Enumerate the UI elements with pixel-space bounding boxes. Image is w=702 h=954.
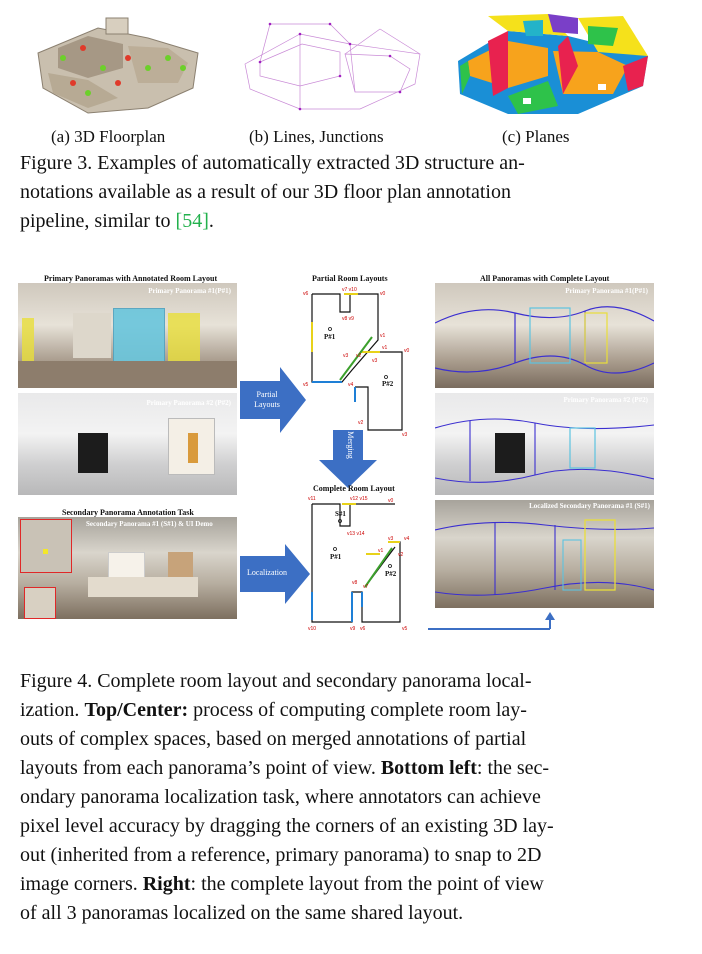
fig4-caption-line2: ization. Top/Center: process of computin…: [20, 699, 527, 721]
primary-panorama-1: Primary Panorama #1(P#1): [18, 283, 237, 388]
p1-label-complete: P#1: [330, 553, 342, 561]
fig3-caption-line2: notations available as a result of our 3…: [20, 181, 511, 203]
fig3-caption-line1: Figure 3. Examples of automatically extr…: [20, 152, 525, 174]
right-pano1-label: Primary Panorama #1(P#1): [565, 287, 648, 295]
fig3-lines-junctions-image: [244, 22, 421, 111]
localization-arrow: [240, 544, 310, 604]
vertex-label: v2: [358, 420, 364, 426]
partial-layouts-label: Partial Layouts: [254, 390, 280, 409]
right-bottom-arrow: [428, 612, 555, 630]
zoom-inset-top[interactable]: [20, 519, 72, 573]
vertex-label: v11: [308, 496, 316, 502]
fig3-subcaption-a: (a) 3D Floorplan: [51, 127, 166, 146]
fig3-floorplan-image: [37, 17, 199, 114]
fig3-caption-line3: pipeline, similar to [54].: [20, 210, 214, 232]
vertex-label: v0: [404, 348, 410, 354]
vertex-label: v6: [303, 291, 309, 297]
vertex-label: v5: [402, 626, 408, 632]
fig3-caption: Figure 3. Examples of automatically extr…: [20, 149, 650, 236]
vertex-label: v3: [343, 353, 349, 359]
vertex-label: v12 v15: [350, 496, 368, 502]
pano2-label: Primary Panorama #2 (P#2): [146, 399, 231, 407]
zoom-inset-bottom[interactable]: [24, 587, 56, 619]
fig4-caption: Figure 4. Complete room layout and secon…: [20, 667, 650, 928]
fig3-subcaption-b: (b) Lines, Junctions: [249, 127, 384, 146]
fig4-caption-line6: pixel level accuracy by dragging the cor…: [20, 815, 554, 837]
fig4-caption-line1: Figure 4. Complete room layout and secon…: [20, 670, 532, 692]
right-pano3-label: Localized Secondary Panorama #1 (S#1): [529, 502, 650, 510]
vertex-label: v3: [372, 358, 378, 364]
fig4-caption-line7: out (inherited from a reference, primary…: [20, 844, 542, 866]
vertex-label: v10: [308, 626, 316, 632]
s1-label: S#1: [335, 510, 346, 518]
pano3-label: Secondary Panorama #1 (S#1) & UI Demo: [86, 520, 213, 528]
vertex-label: v4: [404, 536, 410, 542]
fig4-caption-line4: layouts from each panorama’s point of vi…: [20, 757, 550, 779]
vertex-label: v8 v9: [342, 316, 354, 322]
vertex-label: v5: [303, 382, 309, 388]
right-panorama-3: Localized Secondary Panorama #1 (S#1): [435, 500, 654, 608]
right-pano2-label: Primary Panorama #2 (P#2): [563, 396, 648, 404]
primary-panorama-2: Primary Panorama #2 (P#2): [18, 393, 237, 495]
complete-room-layout-diagram: S#1 P#1 P#2 v11 v12 v15 v0 v13 v14 v3 v4…: [308, 496, 410, 632]
partial-layouts-arrow: [240, 367, 306, 433]
localization-label: Localization: [247, 568, 287, 577]
vertex-label: v6: [360, 626, 366, 632]
right-panorama-1: Primary Panorama #1(P#1): [435, 283, 654, 388]
partial-room-layout-diagram: P#1 P#2 v6 v7 v10 v0 v8 v9 v1 v3 v2 v4 v…: [303, 287, 410, 437]
vertex-label: v3: [388, 536, 394, 542]
merging-arrow: [319, 430, 377, 488]
vertex-label: v1: [378, 548, 384, 554]
citation-link[interactable]: [54]: [175, 210, 209, 232]
vertex-label: v9: [350, 626, 356, 632]
p2-label-partial: P#2: [382, 380, 394, 388]
fig3-subcaption-c: (c) Planes: [502, 127, 570, 146]
vertex-label: v1: [382, 345, 388, 351]
vertex-label: v8: [352, 580, 358, 586]
vertex-label: v0: [388, 498, 394, 504]
vertex-label: v2: [398, 552, 404, 558]
left-title-top: Primary Panoramas with Annotated Room La…: [44, 274, 218, 283]
p1-label-partial: P#1: [324, 333, 336, 341]
fig4-caption-line9: of all 3 panoramas localized on the same…: [20, 902, 464, 924]
vertex-label: v13 v14: [347, 531, 365, 537]
center-title-top: Partial Room Layouts: [312, 274, 388, 283]
right-title: All Panoramas with Complete Layout: [480, 274, 610, 283]
pano1-label: Primary Panorama #1(P#1): [148, 287, 231, 295]
center-title-bottom: Complete Room Layout: [313, 484, 395, 493]
right-panorama-2: Primary Panorama #2 (P#2): [435, 393, 654, 495]
vertex-label: v7: [363, 584, 369, 590]
p2-label-complete: P#2: [385, 570, 397, 578]
vertex-label: v7 v10: [342, 287, 357, 293]
secondary-panorama-ui-demo[interactable]: Secondary Panorama #1 (S#1) & UI Demo: [18, 517, 237, 619]
vertex-label: v0: [380, 291, 386, 297]
vertex-label: v2: [356, 353, 362, 359]
fig4-caption-line8: image corners. Right: the complete layou…: [20, 873, 544, 895]
vertex-label: v1: [380, 333, 386, 339]
fig4-caption-line3: outs of complex spaces, based on merged …: [20, 728, 527, 750]
fig4-caption-line5: ondary panorama localization task, where…: [20, 786, 541, 808]
fig3-planes-image: [458, 14, 648, 114]
vertex-label: v3: [402, 432, 408, 437]
left-title-bottom: Secondary Panorama Annotation Task: [62, 508, 194, 517]
vertex-label: v4: [348, 382, 354, 388]
